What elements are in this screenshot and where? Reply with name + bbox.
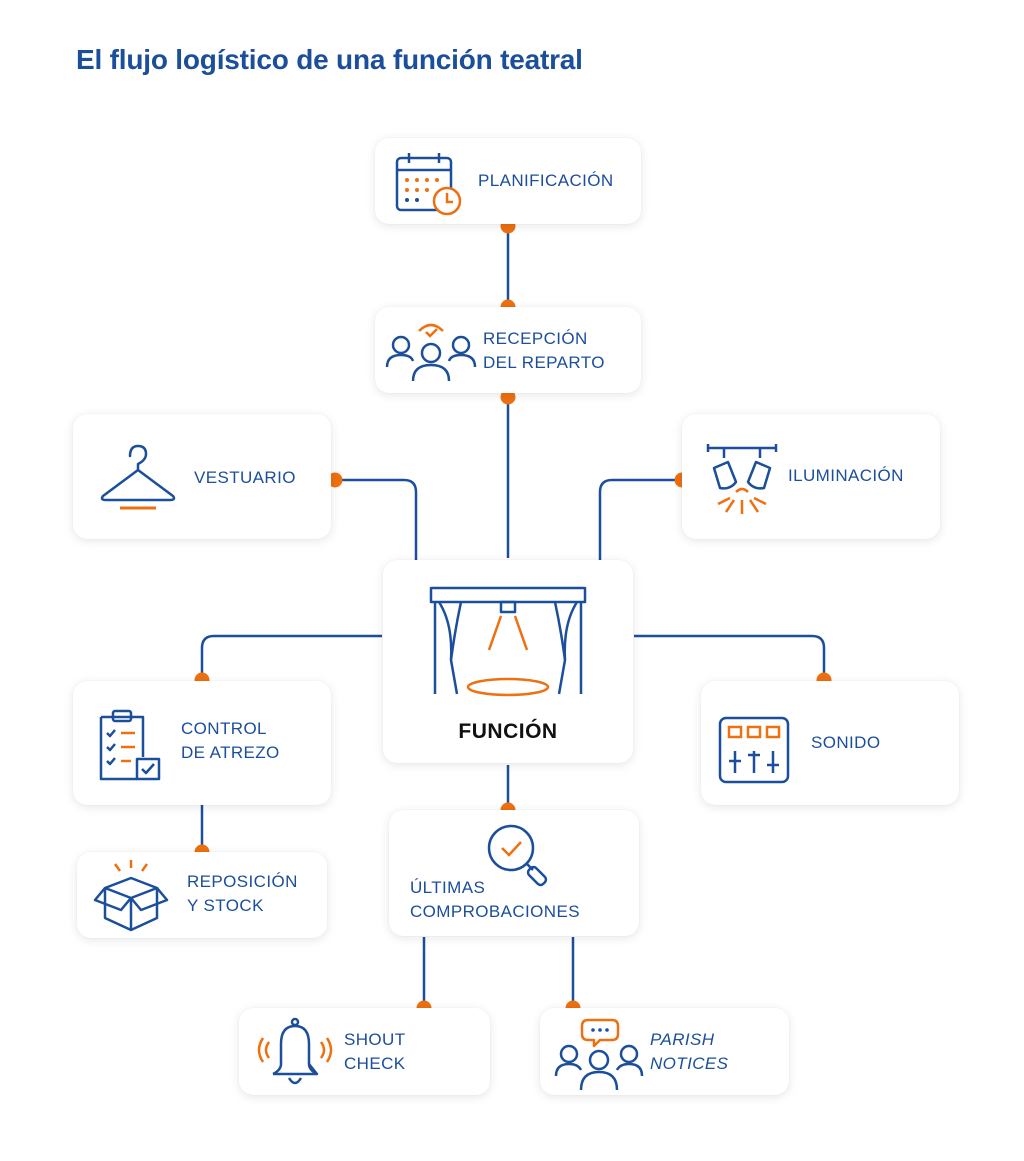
node-label: FUNCIÓN xyxy=(458,720,558,743)
node-sonido: SONIDO xyxy=(701,681,959,805)
node-control-de-atrezo: CONTROL DE ATREZO xyxy=(73,681,331,805)
calendar-clock-icon xyxy=(395,153,462,216)
node-label: VESTUARIO xyxy=(194,468,296,487)
node-iluminacion: ILUMINACIÓN xyxy=(682,414,940,539)
diagram-title: El flujo logístico de una función teatra… xyxy=(76,44,583,75)
node-label: SONIDO xyxy=(811,733,881,752)
node-recepcion-del-reparto: RECEPCIÓN DEL REPARTO xyxy=(375,307,641,393)
node-funcion: FUNCIÓN xyxy=(383,560,633,763)
magnifier-check-icon xyxy=(487,824,548,887)
connector-dot xyxy=(327,472,343,488)
node-label: SHOUT CHECK xyxy=(344,1030,406,1073)
connector-dot xyxy=(500,389,516,405)
node-shout-check: SHOUT CHECK xyxy=(239,1008,490,1095)
connector-funcion-control xyxy=(200,634,382,680)
node-reposicion-y-stock: REPOSICIÓN Y STOCK xyxy=(77,852,327,938)
node-planificacion: PLANIFICACIÓN xyxy=(375,138,641,224)
open-box-icon xyxy=(93,860,169,932)
node-label: RECEPCIÓN DEL REPARTO xyxy=(483,329,605,372)
stage-curtains-icon xyxy=(429,586,587,697)
node-parish-notices: PARISH NOTICES xyxy=(540,1008,789,1095)
connector-funcion-sonido xyxy=(634,634,826,680)
checklist-clipboard-icon xyxy=(99,709,161,781)
hanger-icon xyxy=(100,444,176,510)
connector-vestuario-funcion xyxy=(335,478,418,565)
node-label: REPOSICIÓN Y STOCK xyxy=(187,872,298,915)
node-label: ILUMINACIÓN xyxy=(788,466,904,485)
group-check-icon xyxy=(385,323,477,382)
bell-ringing-icon xyxy=(257,1017,333,1085)
group-speech-icon xyxy=(554,1018,644,1091)
node-ultimas-comprobaciones: ÚLTIMAS COMPROBACIONES xyxy=(389,810,639,936)
node-label: PLANIFICACIÓN xyxy=(478,171,614,190)
mixer-sliders-icon xyxy=(718,716,790,784)
node-label: PARISH NOTICES xyxy=(650,1030,729,1073)
connector-iluminacion-funcion xyxy=(598,478,682,565)
spotlights-icon xyxy=(706,444,778,514)
node-label: CONTROL DE ATREZO xyxy=(181,719,280,762)
node-label: ÚLTIMAS COMPROBACIONES xyxy=(410,878,580,921)
node-vestuario: VESTUARIO xyxy=(73,414,331,539)
